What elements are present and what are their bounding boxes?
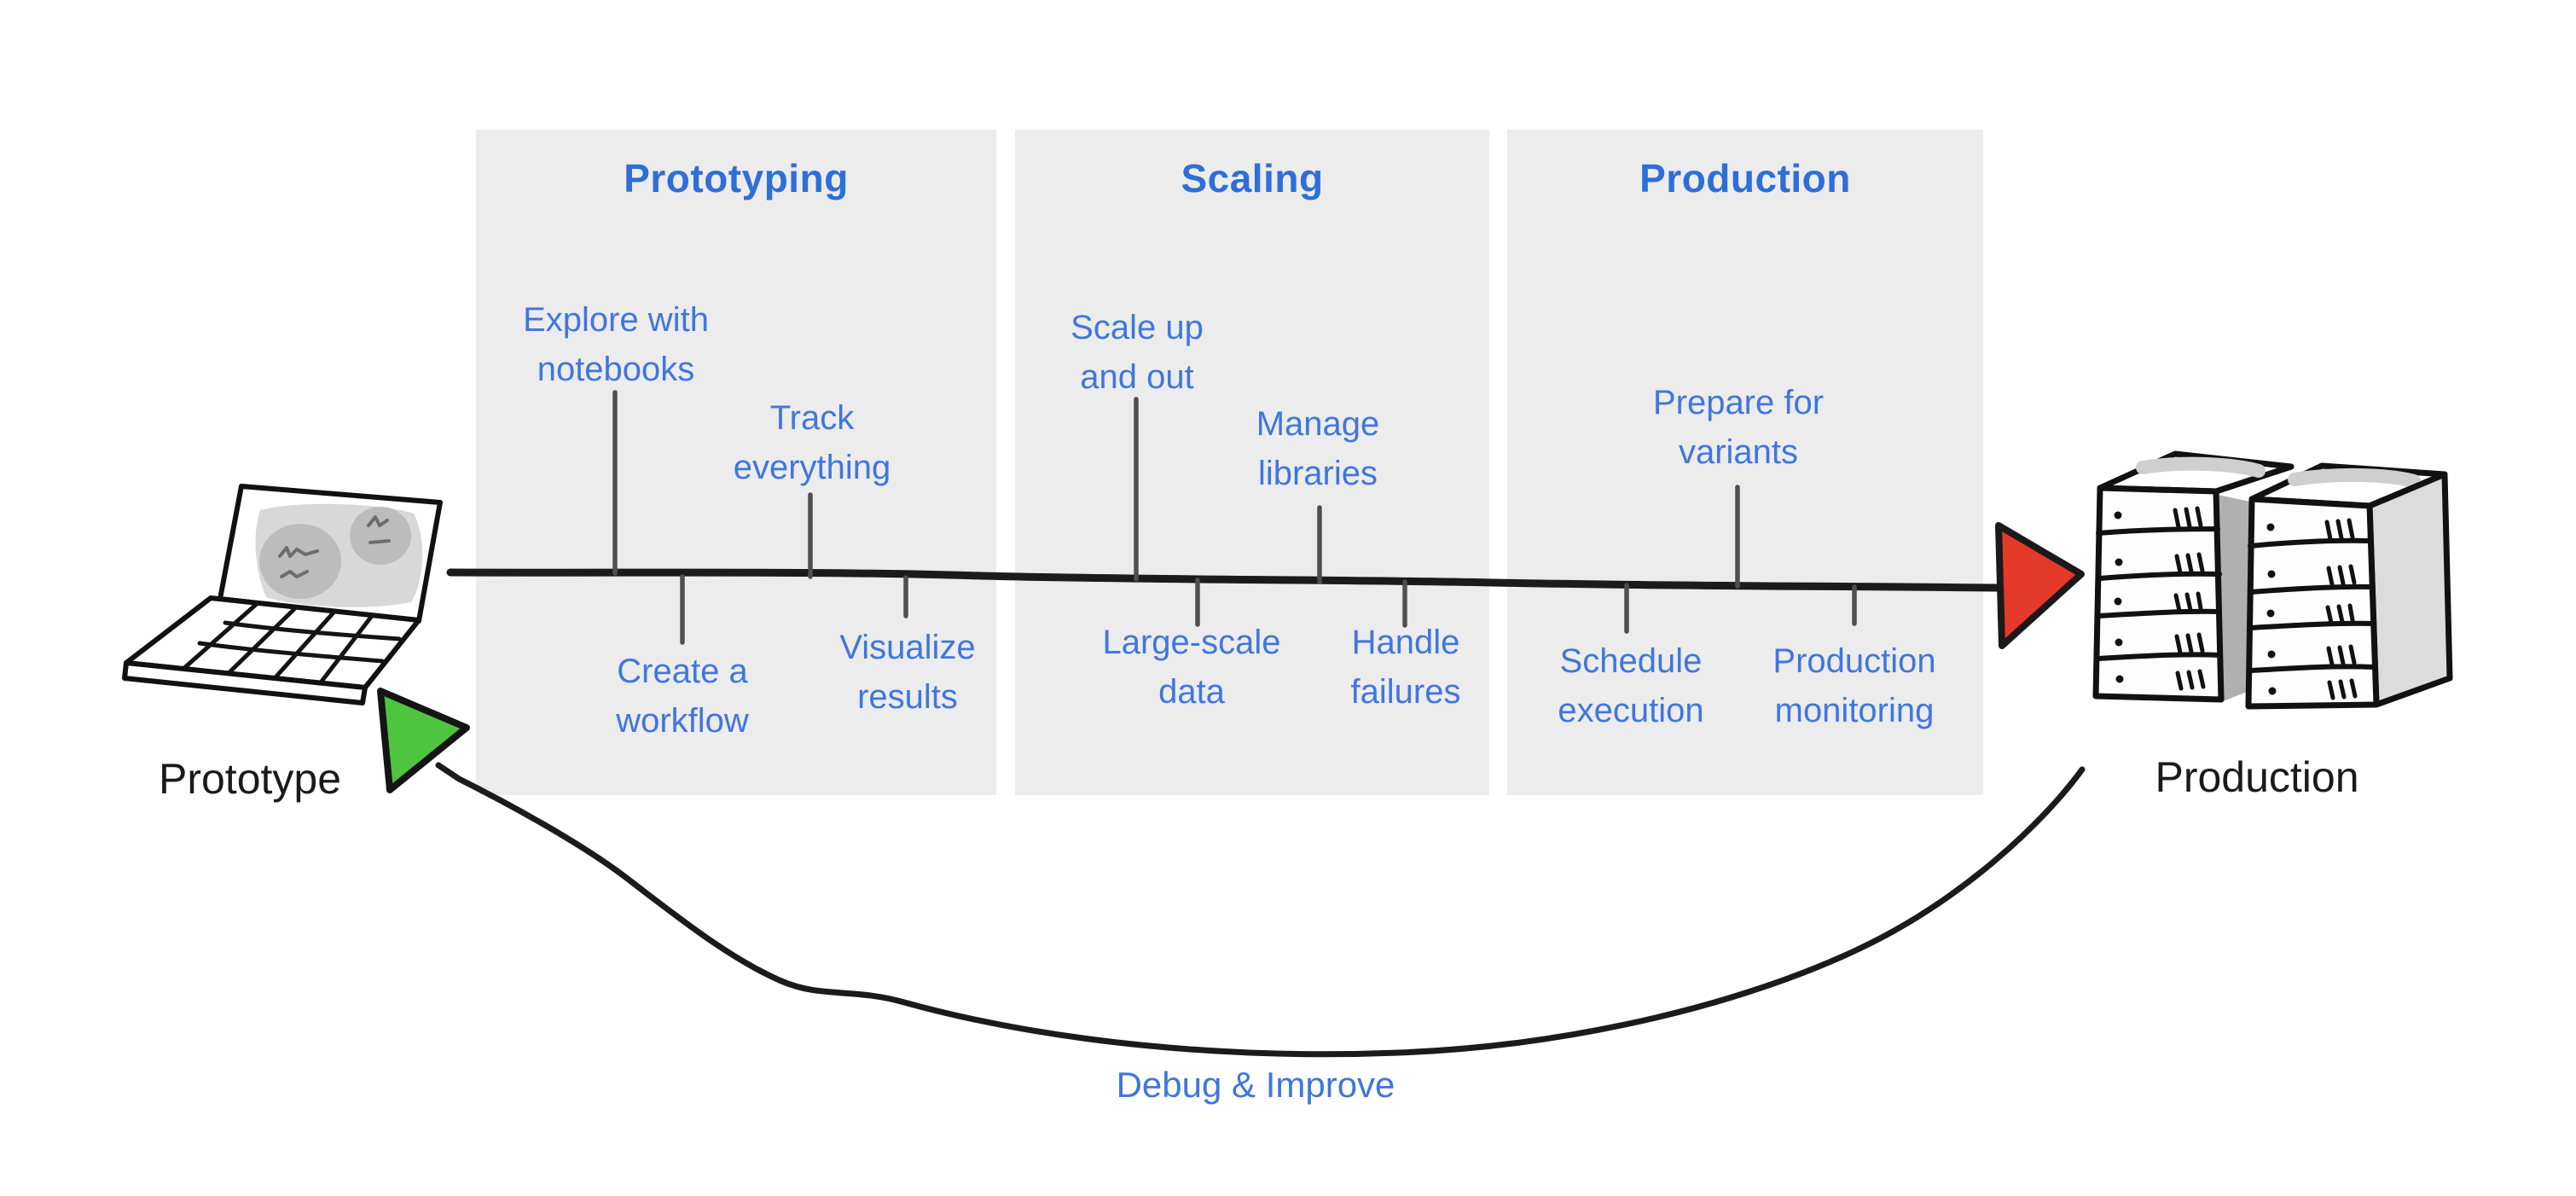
panel-scaling xyxy=(1015,130,1489,795)
milestone-explore-with-notebooks: Explore with notebooks xyxy=(523,301,709,388)
milestone-handle-failures: Handle failures xyxy=(1350,624,1461,711)
milestone-visualize-results: Visualize results xyxy=(839,629,976,716)
panel-prototyping xyxy=(476,130,996,795)
start-endpoint-label: Prototype xyxy=(158,755,342,803)
red-arrowhead-icon xyxy=(1995,522,2085,649)
phase-title-prototyping: Prototyping xyxy=(624,156,849,200)
server-racks-icon xyxy=(2092,450,2453,710)
milestone-track-everything: Track everything xyxy=(733,399,891,486)
debug-improve-label: Debug & Improve xyxy=(1116,1065,1395,1105)
milestone-schedule-execution: Schedule execution xyxy=(1558,642,1704,729)
phase-title-production: Production xyxy=(1639,156,1851,200)
milestone-scale-up-and-out: Scale up and out xyxy=(1070,309,1204,396)
tick-marks-below xyxy=(680,574,1857,645)
end-endpoint-label: Production xyxy=(2155,753,2359,801)
milestone-manage-libraries: Manage libraries xyxy=(1256,405,1380,492)
milestone-production-monitoring: Production monitoring xyxy=(1772,642,1936,729)
phase-title-scaling: Scaling xyxy=(1181,156,1324,200)
tick-marks-above xyxy=(612,390,1740,589)
green-arrowhead-icon xyxy=(377,688,470,793)
return-loop-curve xyxy=(435,762,2086,1058)
milestone-create-a-workflow: Create a workflow xyxy=(616,653,749,740)
timeline-line xyxy=(446,568,2004,592)
milestone-prepare-for-variants: Prepare for variants xyxy=(1652,384,1825,471)
panel-production xyxy=(1507,130,1983,795)
milestone-large-scale-data: Large-scale data xyxy=(1102,624,1281,711)
laptop-icon xyxy=(122,484,443,705)
